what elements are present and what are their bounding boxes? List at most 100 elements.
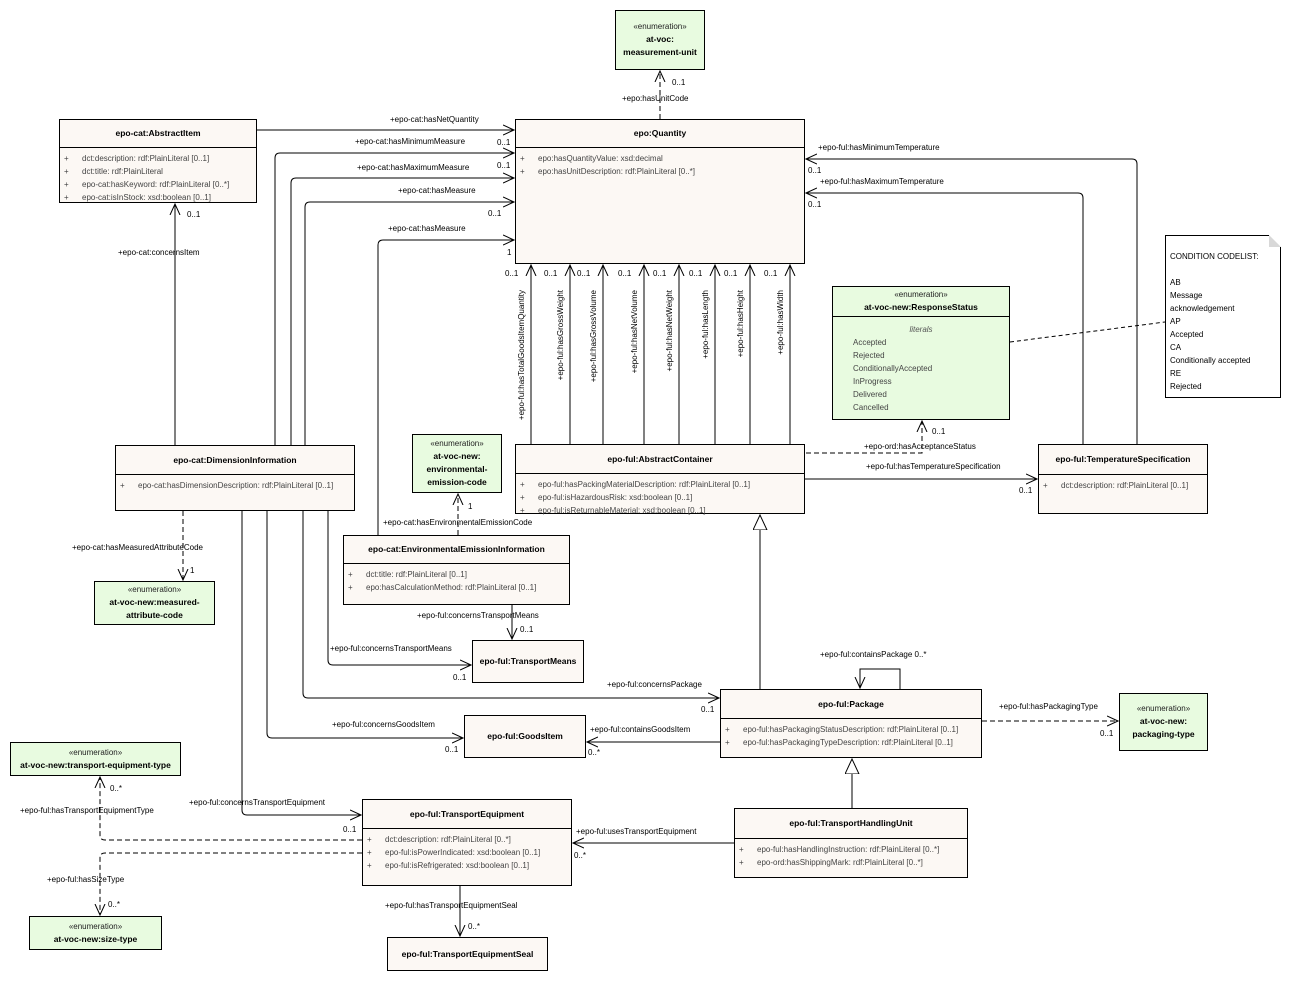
class-name: epo-ful:GoodsItem [487,731,563,741]
enumeration-at-voc-measurement-unit[interactable]: «enumeration»at-voc: measurement-unit [615,10,705,70]
stereotype-label: «enumeration» [430,439,484,448]
association-label: +epo-ful:hasSizeType [47,875,125,884]
attribute-list: +epo-ful:hasPackagingStatusDescription: … [721,719,981,749]
attribute-text: epo:hasCalculationMethod: rdf:PlainLiter… [366,583,537,592]
class-header: «enumeration»at-voc-new: packaging-type [1120,694,1207,750]
enum-literal: InProgress [853,377,892,386]
attribute-list: +dct:description: rdf:PlainLiteral [0..1… [1039,475,1207,492]
class-epo-cat-abstractitem[interactable]: epo-cat:AbstractItem+dct:description: rd… [59,119,257,203]
attribute-text: epo-cat:isInStock: xsd:boolean [0..1] [82,193,211,202]
association-label: +epo-ful:hasTemperatureSpecification [866,462,1001,471]
enumeration-at-voc-new-measured-attribute-code[interactable]: «enumeration»at-voc-new:measured- attrib… [94,581,215,625]
association-epo-cat-hasmaximummeasure[interactable] [290,178,514,445]
class-name: at-voc: measurement-unit [623,34,697,57]
multiplicity-label: 0..1 [653,269,667,278]
association-epo-cat-hasmeasure[interactable] [377,240,514,535]
association-epo-ful-containspackage-0[interactable] [860,668,901,689]
attribute-list: +dct:description: rdf:PlainLiteral [0..1… [60,148,256,204]
enumeration-at-voc-new-environmental-emission-code[interactable]: «enumeration»at-voc-new: environmental- … [412,434,502,493]
association-epo-ful-concernstransportmeans[interactable] [327,511,471,665]
association-label: +epo-cat:hasMeasure [398,186,476,195]
attribute-text: epo-ful:hasHandlingInstruction: rdf:Plai… [757,845,940,854]
attribute-row: +dct:description: rdf:PlainLiteral [0..1… [1043,479,1207,492]
note-line: CONDITION CODELIST: [1170,252,1259,261]
class-epo-ful-temperaturespecification[interactable]: epo-ful:TemperatureSpecification+dct:des… [1038,444,1208,514]
enum-literal: Delivered [853,390,887,399]
multiplicity-label: 1 [468,502,473,511]
note-line: Rejected [1170,382,1202,391]
association-label: +epo-ful:hasLength [701,290,710,359]
association-epo-ord-hasacceptancestatus[interactable] [806,421,922,454]
attribute-text: epo-cat:hasKeyword: rdf:PlainLiteral [0.… [82,180,230,189]
class-name: epo-cat:EnvironmentalEmissionInformation [368,544,545,554]
class-name: epo-ful:TransportMeans [479,656,577,666]
class-epo-ful-transporthandlingunit[interactable]: epo-ful:TransportHandlingUnit + epo-ful:ha… [734,808,968,878]
class-header: epo-ful:GoodsItem [465,716,585,757]
multiplicity-label: 0..* [110,784,123,793]
attribute-row: +epo-ful:hasPackingMaterialDescription: … [520,478,804,491]
association-epo-ful-concernspackage[interactable] [302,511,719,698]
note-fold-icon [1269,235,1281,247]
public-visibility-icon: + [120,481,125,490]
multiplicity-label: 0..1 [724,269,738,278]
attribute-text: epo-ord:hasShippingMark: rdf:PlainLitera… [757,858,923,867]
public-visibility-icon: + [520,493,525,502]
public-visibility-icon: + [739,858,744,867]
association-epo-ful-hasmaximumtemperature[interactable] [806,193,1084,444]
attribute-row: + epo-ord:hasShippingMark: rdf:PlainLiter… [739,856,967,869]
multiplicity-label: 0..1 [808,200,822,209]
association-epo-ful-hassizetype[interactable] [100,852,362,915]
attribute-row: +epo-ful:isReturnableMaterial: xsd:boole… [520,504,804,517]
class-name: epo-ful:TransportEquipmentSeal [401,948,534,959]
class-epo-ful-goodsitem[interactable]: epo-ful:GoodsItem [464,715,586,758]
attribute-list: +epo-cat:hasDimensionDescription: rdf:Pl… [116,475,354,492]
class-header: epo-ful:TransportEquipmentSeal [388,938,547,970]
class-epo-quantity[interactable]: epo:Quantity+epo:hasQuantityValue: xsd:d… [515,119,805,264]
class-header: epo-ful:TransportEquipment [363,800,571,829]
association-label: +epo-ful:containsPackage 0..* [820,650,927,659]
association-label: +epo-ful:hasTotalGoodsItemQuantity [517,290,526,421]
multiplicity-label: 0..1 [932,427,946,436]
class-header: epo-cat:AbstractItem [60,120,256,148]
enumeration-at-voc-new-packaging-type[interactable]: «enumeration»at-voc-new: packaging-type [1119,693,1208,751]
public-visibility-icon: + [367,861,372,870]
enum-literal: Accepted [853,338,887,347]
multiplicity-label: 1 [190,566,195,575]
association-label: +epo-ful:concernsPackage [607,680,702,689]
association-label: +epo-cat:hasEnvironmentalEmissionCode [383,518,533,527]
public-visibility-icon: + [64,167,69,176]
note-line: Message [1170,291,1203,300]
association-epo-ful-concernsgoodsitem[interactable] [266,511,463,738]
class-name: at-voc-new:measured- attribute-code [109,597,200,620]
class-epo-cat-environmentalemissioninformation[interactable]: epo-cat:EnvironmentalEmissionInformation… [343,535,570,605]
class-epo-ful-abstractcontainer[interactable]: epo-ful:AbstractContainer+epo-ful:hasPac… [515,444,805,517]
enumeration-at-voc-new-size-type[interactable]: «enumeration»at-voc-new:size-type [29,916,162,950]
class-epo-ful-transportequipment[interactable]: epo-ful:TransportEquipment+dct:descripti… [362,799,572,886]
class-epo-cat-dimensioninformation[interactable]: epo-cat:DimensionInformation+epo-cat:has… [115,445,355,511]
class-epo-ful-transportequipmentseal[interactable]: epo-ful:TransportEquipmentSeal [387,937,548,971]
public-visibility-icon: + [739,845,744,854]
public-visibility-icon: + [64,180,69,189]
multiplicity-label: 0..1 [488,209,502,218]
public-visibility-icon: + [64,154,69,163]
association-epo-cat-hasmeasure[interactable] [304,202,514,445]
association-label: +epo-cat:hasMaximumMeasure [357,163,470,172]
attribute-row: +epo-cat:hasDimensionDescription: rdf:Pl… [120,479,354,492]
attribute-text: epo-ful:isPowerIndicated: xsd:boolean [0… [385,848,541,857]
association-epo-cat-hasminimummeasure[interactable] [274,153,514,445]
note-line: CA [1170,343,1182,352]
enumeration-at-voc-new-transport-equipment-type[interactable]: «enumeration»at-voc-new:transport-equipm… [10,742,181,776]
note-link-line[interactable] [1009,321,1166,343]
association-label: +epo-ful:hasMaximumTemperature [820,177,944,186]
attribute-row: +dct:title: rdf:PlainLiteral [64,165,256,178]
association-epo-ful-hastransportequipmenttype[interactable] [100,777,362,841]
class-epo-ful-package[interactable]: epo-ful:Package+epo-ful:hasPackagingStat… [720,689,982,758]
multiplicity-label: 0..1 [520,625,534,634]
class-name: at-voc-new: packaging-type [1132,716,1195,739]
association-epo-ful-concernstransportequipment[interactable] [241,511,361,815]
class-header: epo-ful:TransportHandlingUnit [735,809,967,839]
class-epo-ful-transportmeans[interactable]: epo-ful:TransportMeans [472,640,584,683]
association-epo-ful-hasminimumtemperature[interactable] [806,159,1138,444]
